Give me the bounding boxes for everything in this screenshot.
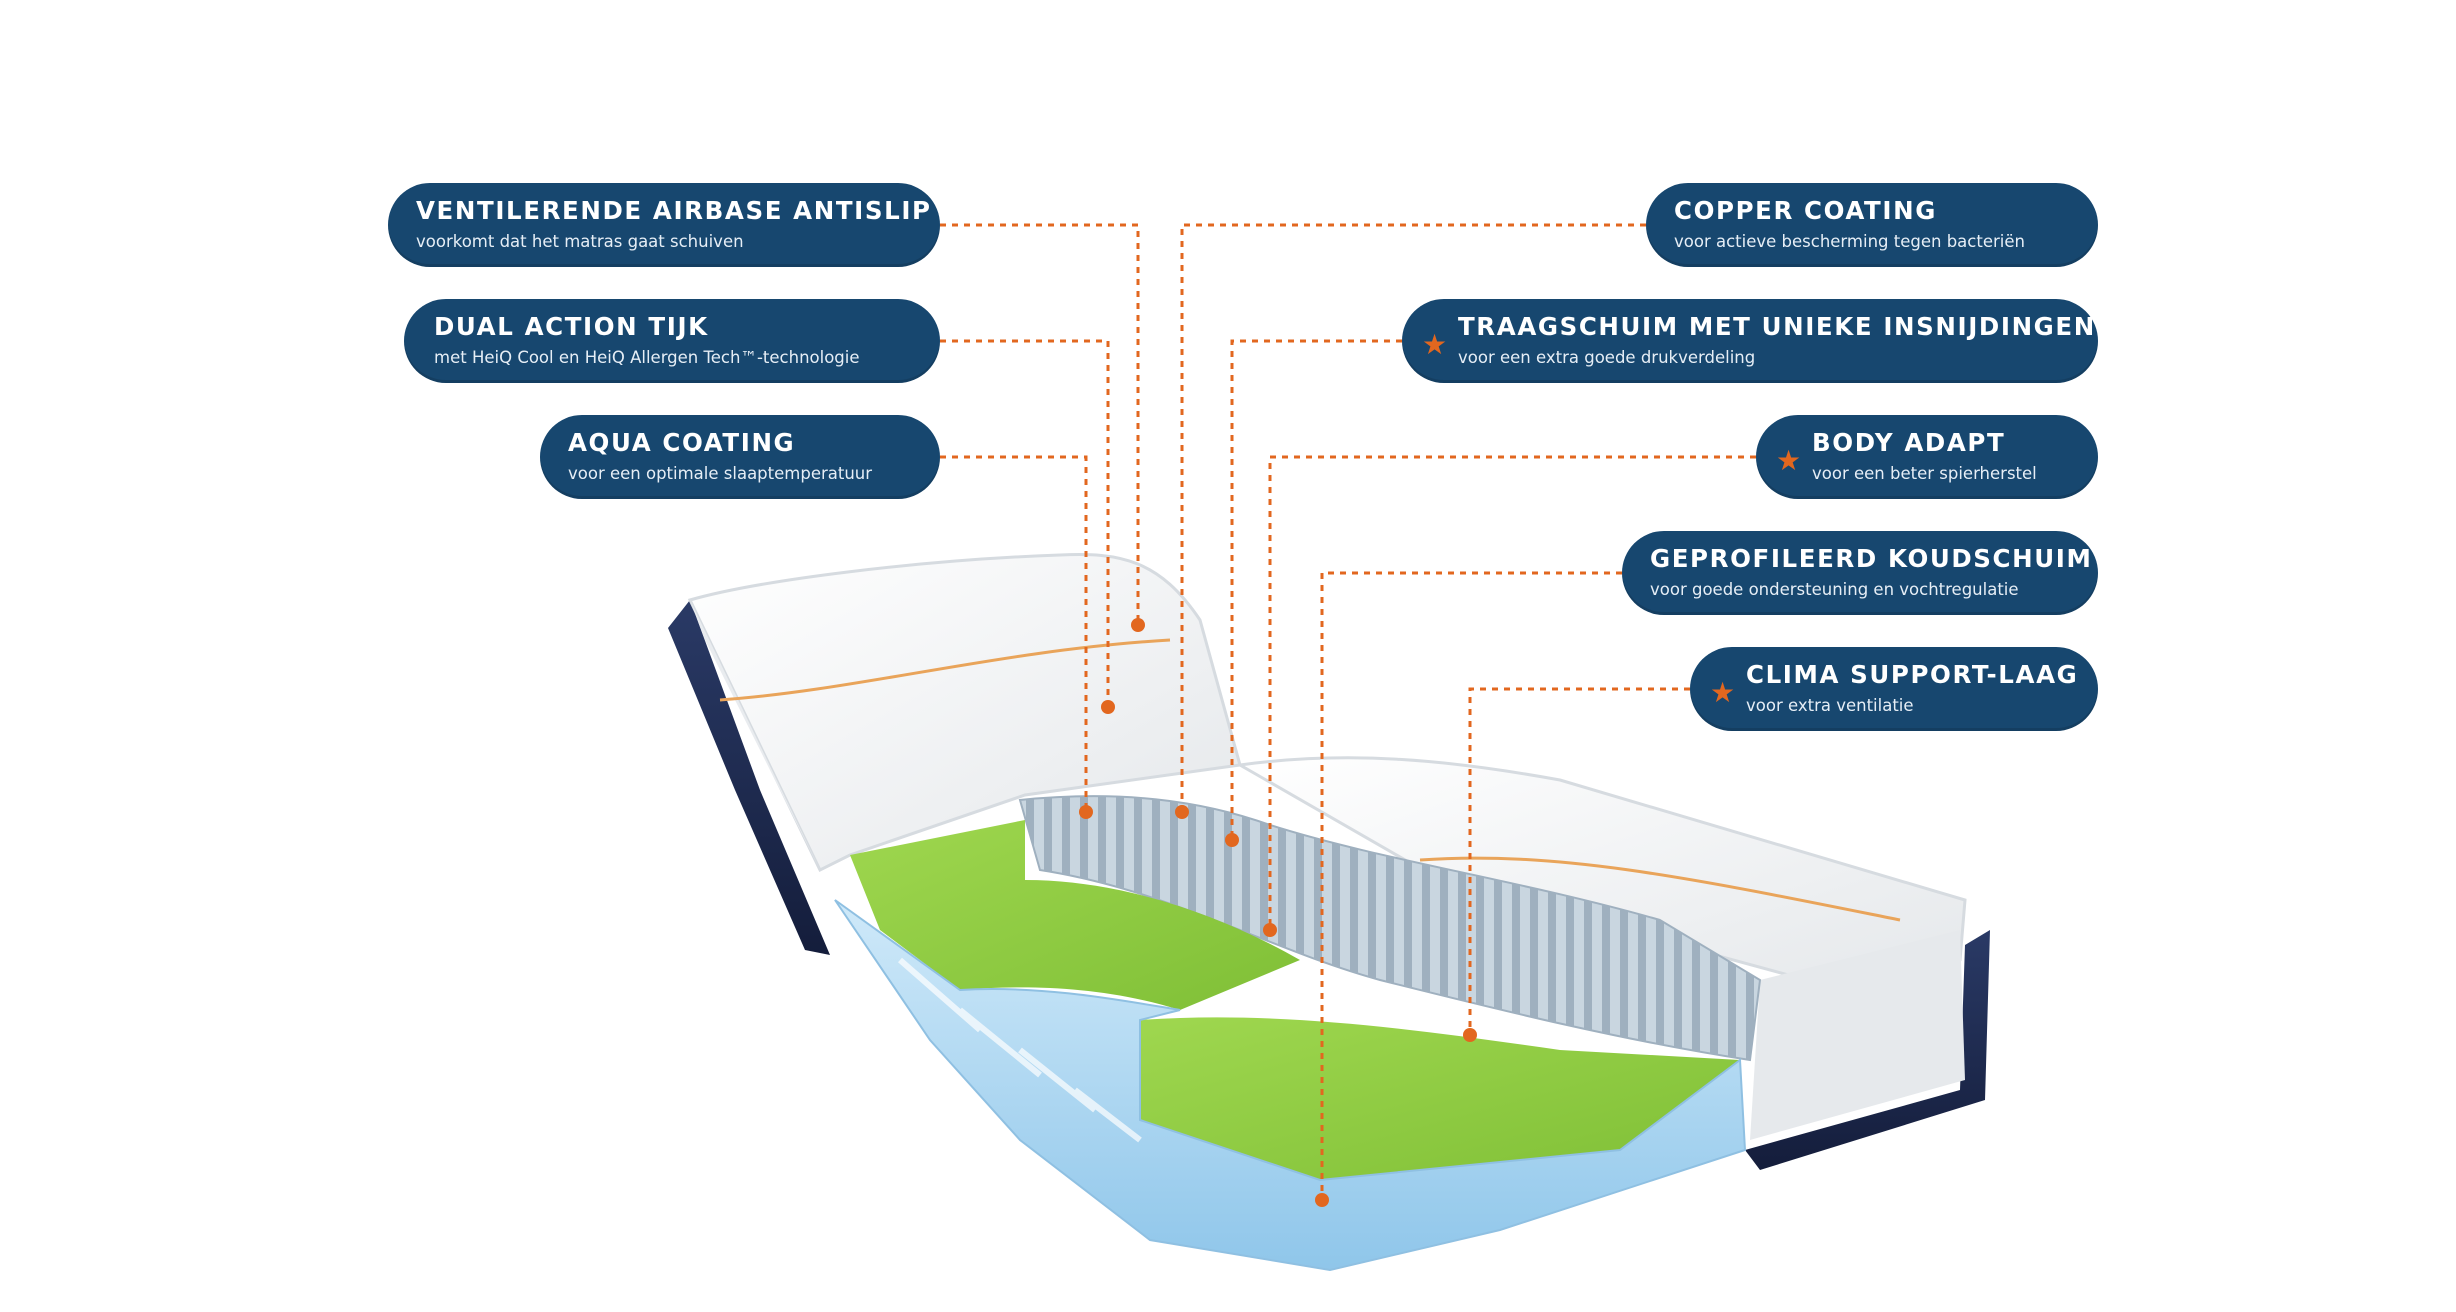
label-title: COPPER COATING <box>1674 196 1937 225</box>
label-geprofileerd-koudschuim: GEPROFILEERD KOUDSCHUIM voor goede onder… <box>1622 531 2098 615</box>
leader-line <box>1468 687 1690 1035</box>
foam-ridges <box>898 957 1142 1143</box>
cover-top-flat <box>1235 756 1967 1002</box>
cover-stitch-line <box>1419 856 1901 922</box>
label-ventilerende-airbase-antislip: VENTILERENDE AIRBASE ANTISLIP voorkomt d… <box>388 183 940 267</box>
leader-line <box>1268 455 1756 930</box>
label-subtitle: voor actieve bescherming tegen bacteriën <box>1674 232 2025 251</box>
label-aqua-coating: AQUA COATING voor een optimale slaaptemp… <box>540 415 940 499</box>
mattress-border-left <box>668 600 830 955</box>
leader-line <box>940 339 1110 707</box>
star-icon: ★ <box>1776 444 1802 477</box>
label-subtitle: voor een beter spierherstel <box>1812 464 2037 483</box>
leader-line <box>940 455 1088 812</box>
cover-stitch-line <box>719 638 1171 702</box>
leader-line <box>940 223 1140 625</box>
star-icon: ★ <box>1422 328 1448 361</box>
ribbed-foam-layer <box>1018 795 1762 1062</box>
star-icon: ★ <box>1710 676 1736 709</box>
label-title: CLIMA SUPPORT-LAAG <box>1746 660 2079 689</box>
label-title: DUAL ACTION TIJK <box>434 312 709 341</box>
label-subtitle: voor een optimale slaaptemperatuur <box>568 464 873 483</box>
label-title: VENTILERENDE AIRBASE ANTISLIP <box>416 196 932 225</box>
label-subtitle: voor een extra goede drukverdeling <box>1458 348 1756 367</box>
label-copper-coating: COPPER COATING voor actieve bescherming … <box>1646 183 2098 267</box>
label-traagschuim: ★ TRAAGSCHUIM MET UNIEKE INSNIJDINGEN vo… <box>1402 299 2098 383</box>
leader-dot <box>1101 700 1115 714</box>
label-subtitle: voor extra ventilatie <box>1746 696 1914 715</box>
label-title: TRAAGSCHUIM MET UNIEKE INSNIJDINGEN <box>1458 312 2096 341</box>
green-layer-right <box>1140 1017 1740 1180</box>
blue-foam-core <box>834 899 1747 1272</box>
leader-line <box>1320 571 1622 1200</box>
label-title: BODY ADAPT <box>1812 428 2006 457</box>
leader-dot <box>1175 805 1189 819</box>
leader-dot <box>1079 805 1093 819</box>
leader-line <box>1180 223 1646 812</box>
leader-line <box>1230 339 1402 840</box>
label-title: AQUA COATING <box>568 428 796 457</box>
label-title: GEPROFILEERD KOUDSCHUIM <box>1650 544 2093 573</box>
label-subtitle: voor goede ondersteuning en vochtregulat… <box>1650 580 2019 599</box>
label-dual-action-tijk: DUAL ACTION TIJK met HeiQ Cool en HeiQ A… <box>404 299 940 383</box>
label-subtitle: voorkomt dat het matras gaat schuiven <box>416 232 744 251</box>
leader-dot <box>1315 1193 1329 1207</box>
mattress-border-right <box>1745 930 1990 1170</box>
leader-dot <box>1263 923 1277 937</box>
leader-dot <box>1463 1028 1477 1042</box>
cover-side-right <box>1750 930 1965 1140</box>
leader-dot <box>1131 618 1145 632</box>
label-subtitle: met HeiQ Cool en HeiQ Allergen Tech™-tec… <box>434 348 860 367</box>
leader-dot <box>1225 833 1239 847</box>
label-clima-support-laag: ★ CLIMA SUPPORT-LAAG voor extra ventilat… <box>1690 647 2098 731</box>
cover-top-raised <box>687 553 1242 873</box>
label-body-adapt: ★ BODY ADAPT voor een beter spierherstel <box>1756 415 2098 499</box>
green-layer-left <box>850 820 1300 1010</box>
